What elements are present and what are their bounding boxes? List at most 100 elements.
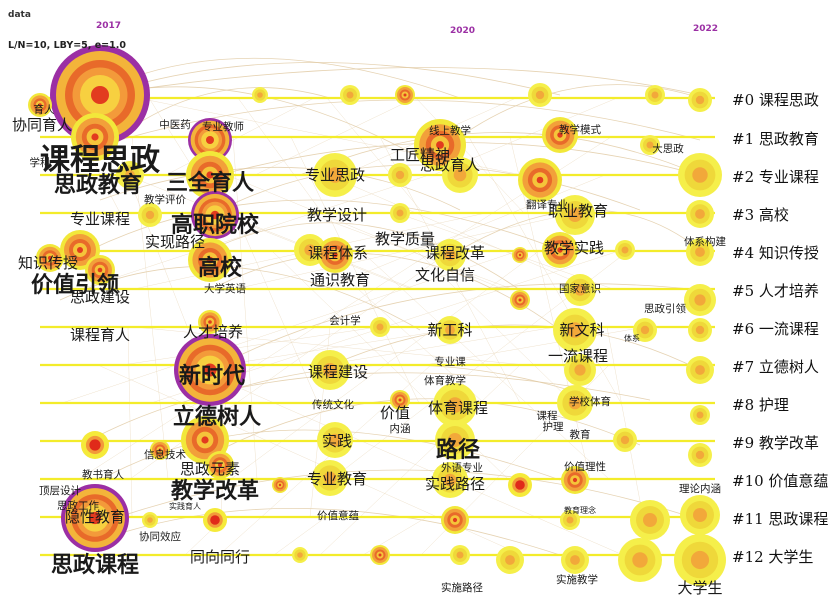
- keyword-2: 协同育人: [12, 116, 72, 134]
- node-10-ring-4: [208, 320, 212, 324]
- keyword-22: 课程体系: [308, 244, 368, 262]
- link-arc-7: [209, 283, 701, 371]
- keyword-63: 外语专业: [441, 461, 483, 474]
- keyword-3: 专业课程: [70, 210, 130, 228]
- node-69-ring-4: [398, 398, 402, 402]
- node-28-ring-2: [448, 433, 462, 447]
- keyword-58: 大学英语: [204, 282, 246, 295]
- node-62-ring-2: [125, 170, 135, 180]
- keyword-1: 思政教育: [54, 172, 142, 198]
- keyword-14: 思政元素: [180, 460, 240, 478]
- keyword-29: 工匠精神: [390, 146, 450, 164]
- link-line-27: [290, 136, 420, 404]
- keyword-34: 体育课程: [428, 399, 488, 417]
- keyword-68: 实践育人: [169, 501, 201, 511]
- node-14-ring-2: [89, 439, 101, 451]
- cluster-label-7: #7 立德树人: [732, 358, 819, 376]
- node-40-ring-2: [566, 516, 574, 524]
- node-42-ring-2: [695, 95, 705, 105]
- link-line-53: [468, 136, 622, 404]
- node-1-ring-4: [91, 133, 99, 141]
- cluster-label-1: #1 思政教育: [732, 130, 819, 148]
- node-5-ring-5: [210, 210, 220, 220]
- co-occurrence-links: [59, 57, 701, 556]
- cluster-timelines: [40, 96, 715, 557]
- node-63-ring-2: [145, 210, 155, 220]
- keyword-37: 教学质量: [375, 230, 435, 248]
- node-3-ring-5: [206, 136, 214, 144]
- link-line-20: [319, 364, 521, 556]
- keyword-nodes: [28, 45, 726, 586]
- cluster-label-12: #12 大学生: [732, 548, 814, 566]
- link-line-6: [121, 326, 379, 366]
- node-60-ring-2: [535, 90, 545, 100]
- keyword-42: 新文科: [559, 321, 604, 339]
- keyword-50: 体系构建: [684, 235, 726, 248]
- keyword-32: 文化自信: [415, 266, 475, 284]
- keyword-44: 学校体育: [569, 395, 611, 408]
- keyword-45: 价值理性: [564, 460, 606, 473]
- node-45-ring-2: [695, 247, 705, 257]
- keyword-12: 新时代: [179, 363, 245, 389]
- node-4-ring-4: [206, 171, 214, 179]
- node-33-ring-2: [568, 208, 582, 222]
- node-44-ring-2: [695, 209, 705, 219]
- node-65-ring-2: [147, 517, 153, 523]
- node-35-ring-2: [574, 284, 586, 296]
- data-label: data: [8, 10, 31, 20]
- keyword-43: 一流课程: [548, 347, 608, 365]
- keyword-10: 高校: [198, 255, 243, 281]
- node-70-ring-4: [518, 298, 522, 302]
- keyword-70: 翻译专业: [526, 198, 568, 211]
- keyword-74: 学科: [30, 156, 51, 169]
- node-36-ring-2: [567, 322, 583, 338]
- link-line-57: [80, 174, 430, 290]
- keyword-47: 实施路径: [441, 581, 483, 594]
- node-76-ring-2: [456, 551, 464, 559]
- node-51-ring-2: [693, 508, 707, 522]
- node-20-ring-2: [323, 363, 337, 377]
- node-29-ring-2: [443, 473, 457, 487]
- node-31-ring-4: [536, 176, 544, 184]
- node-47-ring-2: [695, 325, 705, 335]
- node-78-ring-4: [518, 253, 522, 257]
- keyword-33: 新工科: [427, 321, 472, 339]
- node-49-ring-2: [696, 411, 704, 419]
- link-arc-6: [219, 164, 641, 211]
- link-line-24: [127, 326, 133, 518]
- node-30-ring-4: [452, 517, 458, 523]
- node-32-ring-4: [557, 132, 563, 138]
- keyword-77: 课程: [537, 410, 558, 422]
- node-24-ring-2: [453, 168, 467, 182]
- node-12-ring-4: [201, 436, 209, 444]
- node-22-ring-2: [323, 471, 337, 485]
- keyword-61: 价值: [380, 404, 410, 422]
- keyword-65: 信息技术: [144, 448, 186, 461]
- node-59-ring-2: [346, 91, 354, 99]
- cluster-label-11: #11 思政课程: [732, 510, 829, 528]
- cluster-label-5: #5 人才培养: [732, 282, 819, 300]
- keyword-11: 人才培养: [183, 323, 243, 341]
- cluster-label-9: #9 教学改革: [732, 434, 819, 452]
- node-55-ring-2: [505, 555, 515, 565]
- link-line-59: [186, 364, 624, 556]
- node-16-ring-2: [210, 515, 220, 525]
- keyword-31: 课程改革: [425, 244, 485, 262]
- node-23-ring-4: [436, 141, 444, 149]
- link-line-18: [125, 174, 415, 290]
- keyword-49: 大思政: [652, 142, 684, 155]
- keyword-25: 传统文化: [312, 398, 354, 411]
- node-72-ring-2: [621, 246, 629, 254]
- link-line-38: [273, 516, 327, 556]
- link-line-19: [222, 326, 468, 366]
- cluster-label-2: #2 专业课程: [732, 168, 819, 186]
- keyword-9: 高职院校: [171, 212, 260, 238]
- keyword-16: 隐性教育: [65, 508, 125, 526]
- node-64-ring-4: [158, 448, 162, 452]
- node-37-ring-2: [574, 364, 586, 376]
- node-17-ring-2: [304, 244, 316, 256]
- keyword-69: 线上教学: [429, 124, 471, 137]
- params-label: L/N=10, LBY=5, e=1.0: [8, 40, 126, 51]
- keyword-labels: 课程思政思政教育协同育人专业课程知识传授价值引领思政建设课程育人三全育人高职院校…: [12, 103, 727, 597]
